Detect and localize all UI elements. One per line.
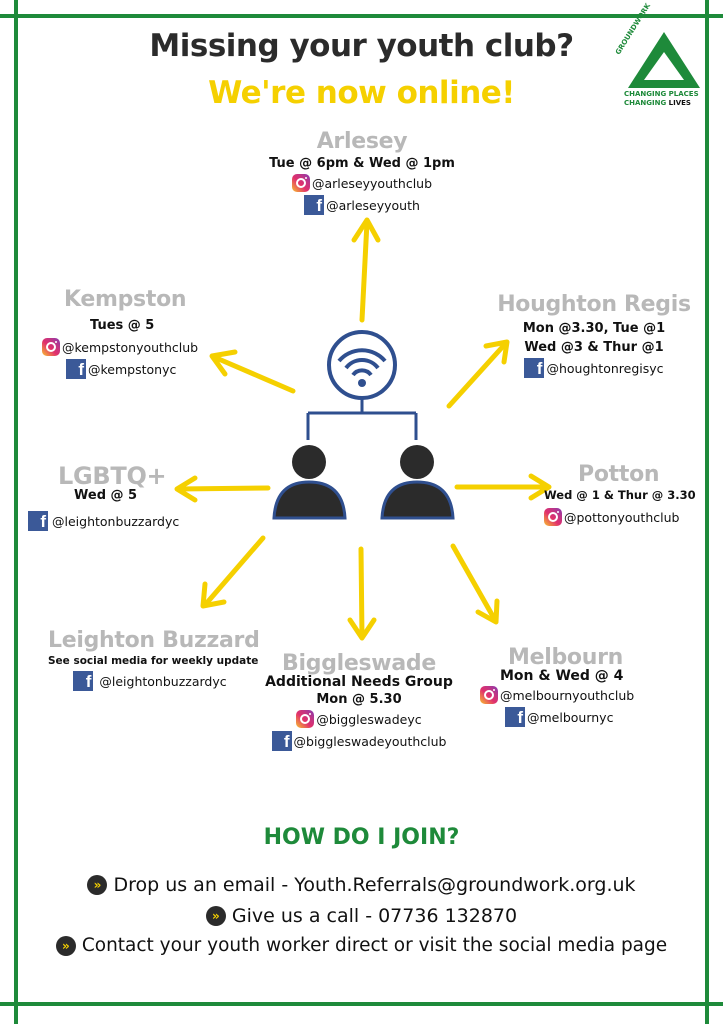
frame-bottom (0, 1002, 723, 1006)
instagram-link[interactable]: @melbournyouthclub (480, 686, 660, 704)
facebook-handle: @arleseyyouth (326, 197, 420, 213)
facebook-link[interactable]: f@melbournyc (480, 707, 660, 727)
logo-tagline-2: CHANGING LIVES (624, 99, 691, 107)
club-houghton-regis: Houghton Regis Mon @3.30, Tue @1 Wed @3 … (496, 292, 692, 378)
facebook-icon: f (73, 671, 94, 691)
club-name: Potton (578, 462, 660, 487)
facebook-icon: f (66, 359, 86, 379)
double-chevron-right-icon: » (87, 875, 108, 895)
page-title: Missing your youth club? (149, 28, 574, 64)
club-time: Mon @3.30, Tue @1 (522, 321, 666, 336)
facebook-icon: f (505, 707, 525, 727)
club-kempston: Kempston Tues @ 5 @kempstonyouthclub f@k… (42, 287, 232, 379)
facebook-handle: @leightonbuzzardyc (99, 673, 227, 689)
instagram-handle: @kempstonyouthclub (62, 339, 199, 355)
instagram-icon (291, 174, 310, 192)
club-time: Wed @3 & Thur @1 (524, 340, 664, 355)
facebook-icon: f (304, 195, 325, 215)
arrow-lgbtq (174, 475, 271, 503)
frame-left (14, 0, 18, 1024)
instagram-handle: @biggleswadeyc (316, 711, 422, 727)
join-phone-text[interactable]: Give us a call - 07736 132870 (231, 905, 518, 927)
join-email-text[interactable]: Drop us an email - Youth.Referrals@groun… (113, 874, 636, 896)
club-name: Biggleswade (282, 651, 436, 676)
club-potton: Potton Wed @ 1 & Thur @ 3.30 @pottonyout… (544, 462, 704, 526)
join-contact-text: Contact your youth worker direct or visi… (81, 935, 668, 956)
arrow-potton (454, 473, 552, 501)
facebook-handle: @melbournyc (527, 709, 614, 725)
facebook-icon: f (524, 358, 545, 378)
frame-top (0, 14, 723, 18)
groundwork-triangle-icon (628, 32, 700, 88)
instagram-handle: @arleseyyouthclub (311, 175, 433, 191)
double-chevron-right-icon: » (55, 935, 76, 956)
club-time: Mon @ 5.30 (316, 692, 402, 707)
logo-tagline-2b: LIVES (668, 99, 691, 107)
facebook-icon: f (271, 731, 292, 751)
club-arlesey: Arlesey Tue @ 6pm & Wed @ 1pm @arleseyyo… (262, 129, 462, 215)
frame-right (705, 0, 709, 1024)
facebook-link[interactable]: f@biggleswadeyouthclub (256, 731, 462, 751)
arrow-melbourn (450, 543, 500, 625)
facebook-handle: @houghtonregisyc (546, 360, 664, 376)
club-name: Arlesey (316, 129, 408, 154)
club-time: See social media for weekly update (48, 655, 259, 667)
wifi-people-network-icon (272, 330, 455, 520)
groundwork-logo: GROUNDWORK CHANGING PLACES CHANGING LIVE… (614, 2, 702, 110)
club-melbourn: Melbourn Mon & Wed @ 4 @melbournyouthclu… (480, 645, 660, 727)
club-lgbtq: LGBTQ+ Wed @ 5 f@leightonbuzzardyc (28, 462, 208, 531)
club-name: LGBTQ+ (58, 462, 167, 490)
facebook-handle: @biggleswadeyouthclub (293, 733, 447, 749)
double-chevron-right-icon: » (205, 906, 226, 926)
instagram-icon (480, 686, 498, 704)
instagram-icon (296, 710, 315, 728)
logo-tagline-2a: CHANGING (624, 99, 669, 107)
club-time: Tue @ 6pm & Wed @ 1pm (269, 156, 455, 171)
join-phone: » Give us a call - 07736 132870 (0, 905, 723, 927)
instagram-link[interactable]: @biggleswadeyc (256, 710, 462, 728)
arrow-kempston (209, 349, 296, 394)
instagram-link[interactable]: @arleseyyouthclub (262, 174, 462, 192)
club-name: Melbourn (508, 645, 623, 670)
arrow-leighton (200, 535, 266, 609)
join-email: » Drop us an email - Youth.Referrals@gro… (0, 874, 723, 896)
facebook-handle: @kempstonyc (88, 361, 177, 377)
instagram-link[interactable]: @pottonyouthclub (544, 508, 704, 526)
club-time: Tues @ 5 (90, 318, 155, 333)
facebook-link[interactable]: f@leightonbuzzardyc (28, 511, 208, 531)
club-time: Mon & Wed @ 4 (500, 668, 624, 684)
facebook-link[interactable]: f@kempstonyc (42, 359, 232, 379)
facebook-handle: @leightonbuzzardyc (52, 513, 180, 529)
page-subtitle: We're now online! (208, 75, 515, 111)
club-time: Wed @ 1 & Thur @ 3.30 (544, 488, 696, 502)
instagram-icon (42, 338, 60, 356)
join-heading: HOW DO I JOIN? (263, 825, 460, 850)
instagram-handle: @melbournyouthclub (500, 687, 635, 703)
arrow-biggleswade (347, 546, 377, 641)
club-name: Kempston (64, 287, 187, 312)
club-name: Houghton Regis (497, 292, 691, 317)
logo-tagline-1: CHANGING PLACES (624, 90, 699, 98)
club-biggleswade: Biggleswade Additional Needs Group Mon @… (256, 651, 462, 751)
club-name: Leighton Buzzard (48, 628, 260, 653)
arrow-arlesey (351, 217, 381, 323)
club-time: Additional Needs Group (265, 674, 453, 690)
club-leighton-buzzard: Leighton Buzzard See social media for we… (48, 628, 260, 691)
club-time: Wed @ 5 (74, 488, 138, 503)
instagram-icon (544, 508, 562, 526)
instagram-link[interactable]: @kempstonyouthclub (42, 338, 232, 356)
join-contact: » Contact your youth worker direct or vi… (0, 935, 723, 956)
instagram-handle: @pottonyouthclub (564, 509, 680, 525)
facebook-icon: f (28, 511, 48, 531)
facebook-link[interactable]: f @leightonbuzzardyc (48, 671, 252, 691)
facebook-link[interactable]: f@houghtonregisyc (496, 358, 692, 378)
arrow-houghton (446, 339, 510, 409)
facebook-link[interactable]: f@arleseyyouth (262, 195, 462, 215)
